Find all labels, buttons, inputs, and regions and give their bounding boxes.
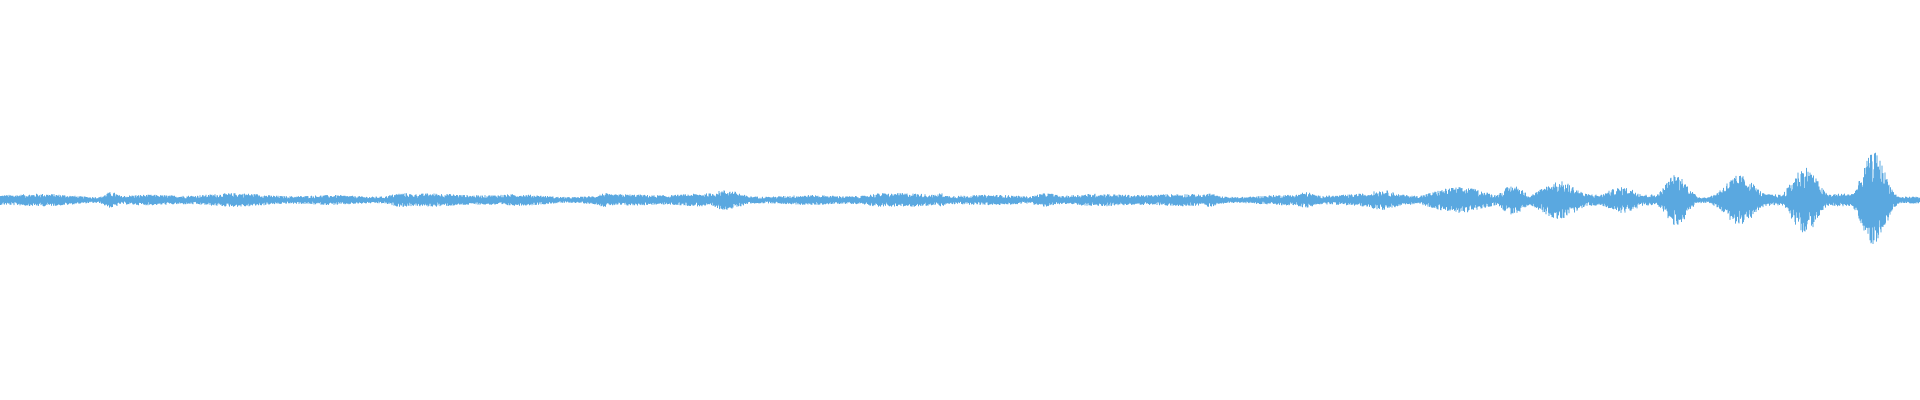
waveform-trace — [0, 152, 1920, 244]
